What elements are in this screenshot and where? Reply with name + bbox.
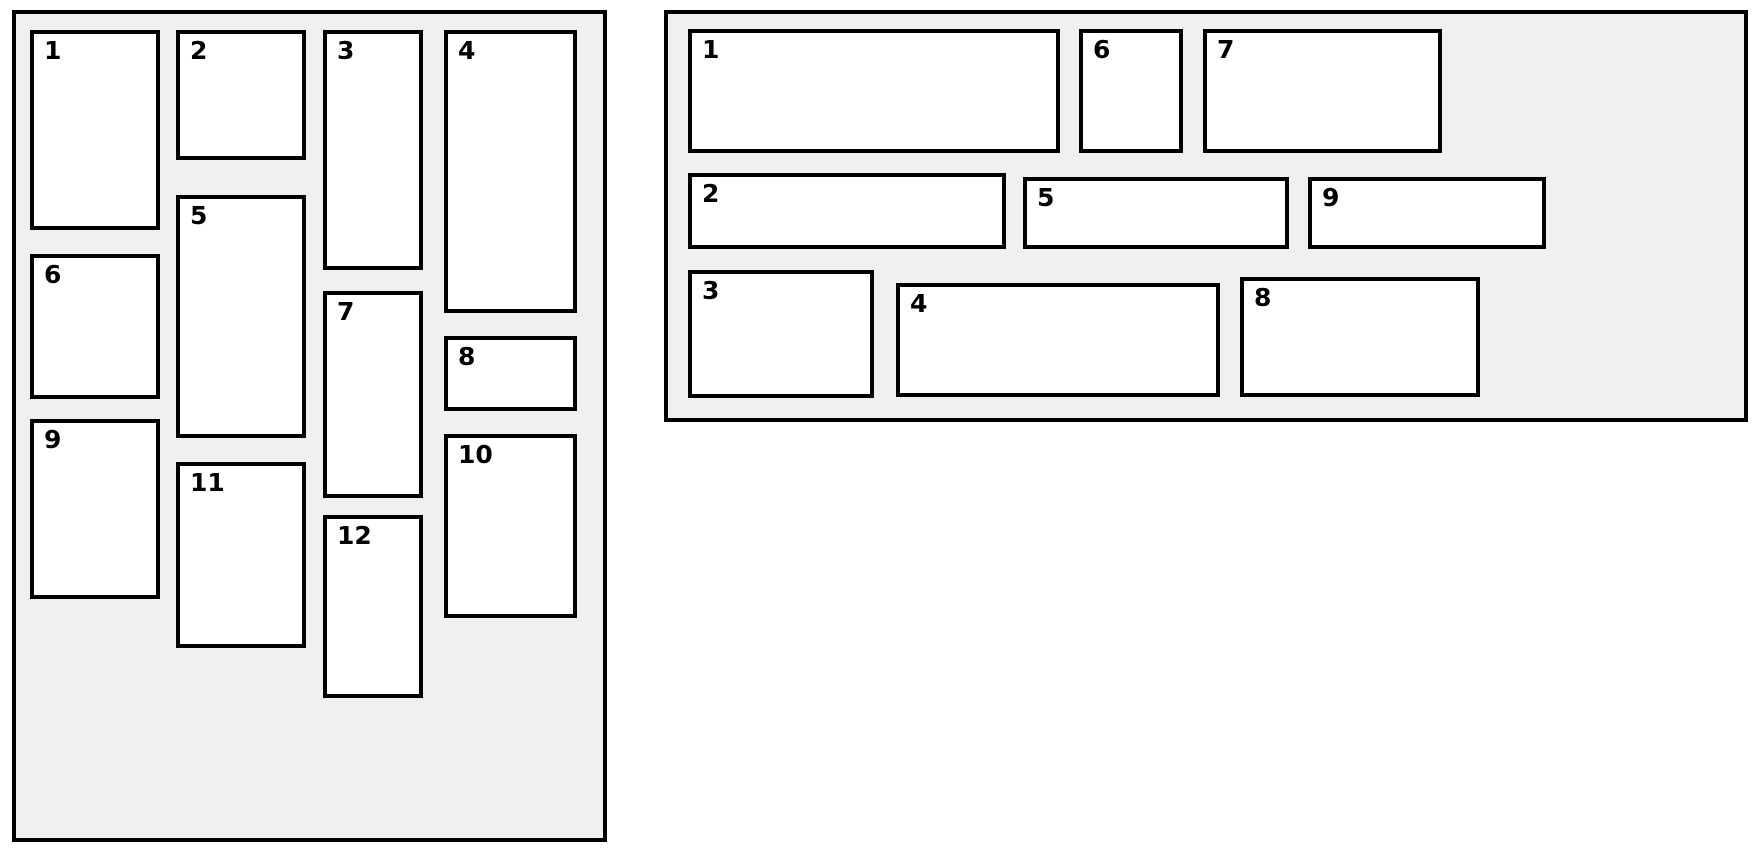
layout-box[interactable]: 11 xyxy=(176,462,306,648)
layout-box[interactable]: 5 xyxy=(176,195,306,438)
layout-box-label: 2 xyxy=(702,179,720,208)
layout-box-label: 12 xyxy=(337,521,372,550)
layout-box-label: 11 xyxy=(190,468,225,497)
layout-box-label: 9 xyxy=(44,425,62,454)
layout-box-label: 8 xyxy=(458,342,476,371)
layout-box-label: 9 xyxy=(1322,183,1340,212)
layout-box-label: 6 xyxy=(44,260,62,289)
layout-box-label: 4 xyxy=(458,36,476,65)
layout-box-label: 10 xyxy=(458,440,493,469)
layout-box[interactable]: 7 xyxy=(323,291,423,498)
layout-box[interactable]: 3 xyxy=(323,30,423,270)
layout-box[interactable]: 10 xyxy=(444,434,577,618)
layout-box[interactable]: 1 xyxy=(30,30,160,230)
layout-box-label: 3 xyxy=(337,36,355,65)
layout-box-label: 2 xyxy=(190,36,208,65)
layout-box-label: 7 xyxy=(337,297,355,326)
layout-box[interactable]: 4 xyxy=(896,283,1220,397)
layout-box-label: 1 xyxy=(44,36,62,65)
layout-box[interactable]: 7 xyxy=(1203,29,1442,153)
layout-box[interactable]: 12 xyxy=(323,515,423,698)
layout-box[interactable]: 2 xyxy=(176,30,306,160)
row-packing-panel: 1 6 7 2 5 9 3 4 8 xyxy=(664,10,1748,422)
layout-box[interactable]: 6 xyxy=(1079,29,1183,153)
layout-box-label: 8 xyxy=(1254,283,1272,312)
layout-box[interactable]: 9 xyxy=(30,419,160,599)
layout-box[interactable]: 1 xyxy=(688,29,1060,153)
layout-box-label: 5 xyxy=(1037,183,1055,212)
layout-box-label: 3 xyxy=(702,276,720,305)
layout-box-label: 7 xyxy=(1217,35,1235,64)
layout-box[interactable]: 9 xyxy=(1308,177,1546,249)
layout-box[interactable]: 6 xyxy=(30,254,160,399)
layout-box-label: 5 xyxy=(190,201,208,230)
layout-box-label: 4 xyxy=(910,289,928,318)
layout-box-label: 6 xyxy=(1093,35,1111,64)
layout-box[interactable]: 5 xyxy=(1023,177,1289,249)
layout-box[interactable]: 8 xyxy=(444,336,577,411)
layout-box[interactable]: 2 xyxy=(688,173,1006,249)
layout-box[interactable]: 4 xyxy=(444,30,577,313)
layout-box[interactable]: 8 xyxy=(1240,277,1480,397)
layout-box-label: 1 xyxy=(702,35,720,64)
layout-box[interactable]: 3 xyxy=(688,270,874,398)
